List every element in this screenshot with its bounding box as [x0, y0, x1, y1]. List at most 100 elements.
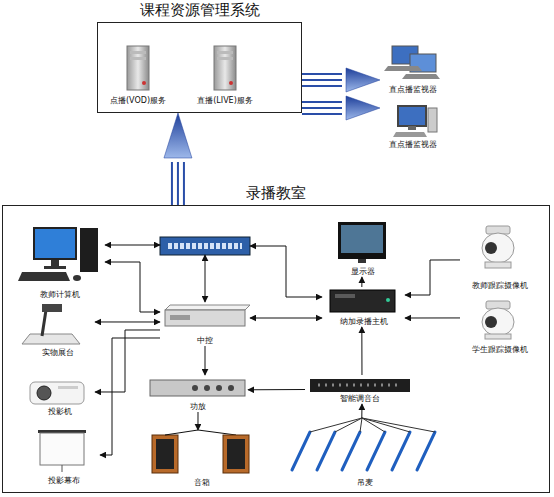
- recorder-node: 纳加录播主机: [322, 287, 405, 327]
- device-label: 智能调音台: [295, 393, 425, 404]
- microphone-wires: [310, 418, 435, 432]
- document-camera-icon: [22, 304, 80, 344]
- arrow-stripe: [183, 162, 185, 205]
- computer-tower: [80, 228, 98, 272]
- microphone: [367, 432, 385, 470]
- box-title: 录播教室: [3, 184, 549, 202]
- device-label: 教师跟踪摄像机: [450, 280, 550, 291]
- microphone: [392, 432, 410, 470]
- pc-icon: [384, 46, 440, 79]
- controller-icon: [165, 305, 250, 326]
- pc-stand: [408, 126, 416, 130]
- server-body: [214, 46, 236, 90]
- projector-vent: [58, 386, 78, 389]
- device-label: 直点播监视器: [370, 139, 455, 150]
- recorder-body: [330, 290, 395, 312]
- big-arrow: [302, 96, 380, 120]
- microphone-node: 吊麦: [285, 418, 445, 488]
- monitor-node: 直点播监视器: [380, 40, 445, 95]
- camera-platform: [22, 334, 80, 344]
- camera-arm: [42, 310, 46, 336]
- device-label: 吊麦: [275, 477, 455, 488]
- server-light: [142, 81, 146, 85]
- screen-canvas: [40, 433, 84, 465]
- pc-keyboard: [402, 74, 440, 79]
- speaker-grille: [156, 439, 174, 469]
- network-wire: [105, 245, 160, 246]
- device-label: 中控: [150, 335, 260, 346]
- network-wire: [250, 246, 322, 297]
- speaker-wire: [165, 430, 198, 435]
- tracking-camera-icon: [482, 226, 514, 268]
- screen-leg: [62, 465, 63, 472]
- connector: [95, 330, 160, 392]
- amplifier-knob: [204, 385, 210, 391]
- camera-base: [485, 262, 511, 268]
- server-node: 点播(VOD)服务: [103, 40, 173, 106]
- camera-node: 学生跟踪摄像机: [460, 298, 540, 355]
- display-screen: [341, 225, 383, 253]
- arrow-stripe: [302, 85, 342, 87]
- server-icon: [127, 46, 149, 90]
- monitor-node: 直点播监视器: [380, 100, 445, 150]
- microphone: [342, 432, 360, 470]
- switch-body: [160, 237, 250, 255]
- amplifier-knob: [216, 385, 222, 391]
- connector: [361, 404, 362, 418]
- projector-node: 投影机: [25, 372, 95, 417]
- connector: [405, 260, 460, 295]
- speaker-body: [152, 435, 178, 473]
- arrow-stripe: [302, 113, 342, 115]
- computer-node: 教师计算机: [15, 222, 105, 300]
- device-label: 学生跟踪摄像机: [450, 344, 550, 355]
- recorder-panel: [335, 294, 355, 298]
- connector: [405, 317, 460, 318]
- camera-lens: [485, 242, 497, 254]
- mixer-knobs: [318, 384, 400, 387]
- microphone: [317, 432, 335, 470]
- tracking-camera-icon: [482, 301, 514, 339]
- recorder-light: [386, 298, 390, 302]
- box-title: 课程资源管理系统: [98, 1, 301, 19]
- connector: [95, 321, 160, 322]
- visualizer-node: 实物展台: [20, 300, 95, 358]
- amplifier-knob: [228, 385, 234, 391]
- server-node: 直播(LIVE)服务: [190, 40, 260, 106]
- amplifier-knob: [192, 385, 198, 391]
- server-slot: [217, 51, 233, 54]
- screen-icon: [38, 430, 86, 472]
- big-arrow: [302, 68, 380, 92]
- device-label: 教师计算机: [5, 289, 115, 300]
- screen-node: 投影幕布: [28, 428, 100, 486]
- projector-body: [30, 382, 84, 404]
- controller-panel: [170, 315, 190, 320]
- device-label: 实物展台: [10, 347, 105, 358]
- computer-base: [44, 266, 66, 269]
- device-label: 音箱: [138, 477, 265, 488]
- camera-dome: [482, 308, 514, 336]
- speaker-icon: [152, 430, 249, 473]
- connector: [197, 412, 198, 430]
- projector-lens: [37, 386, 51, 400]
- device-label: 投影幕布: [18, 475, 110, 486]
- amplifier-icon: [150, 380, 245, 396]
- device-label: 显示器: [325, 266, 400, 277]
- computer-screen: [34, 228, 76, 259]
- arrow-triangle: [164, 113, 192, 158]
- display-stand: [358, 259, 366, 263]
- display-icon: [338, 222, 386, 263]
- pc-screen: [398, 106, 426, 126]
- arrow-stripe: [302, 107, 342, 109]
- computer-stand: [51, 260, 59, 266]
- switch-icon: [160, 237, 250, 255]
- connector: [105, 262, 160, 312]
- microphone: [292, 432, 310, 470]
- big-arrow: [164, 113, 192, 205]
- connector: [250, 318, 322, 319]
- classroom-box: 录播教室教师计算机实物展台投影机投影幕布中控功放音箱显示器纳加录播主机智能调音台…: [2, 205, 550, 493]
- speaker-body: [223, 435, 249, 473]
- display-node: 显示器: [335, 220, 390, 277]
- recorder-icon: [330, 290, 395, 312]
